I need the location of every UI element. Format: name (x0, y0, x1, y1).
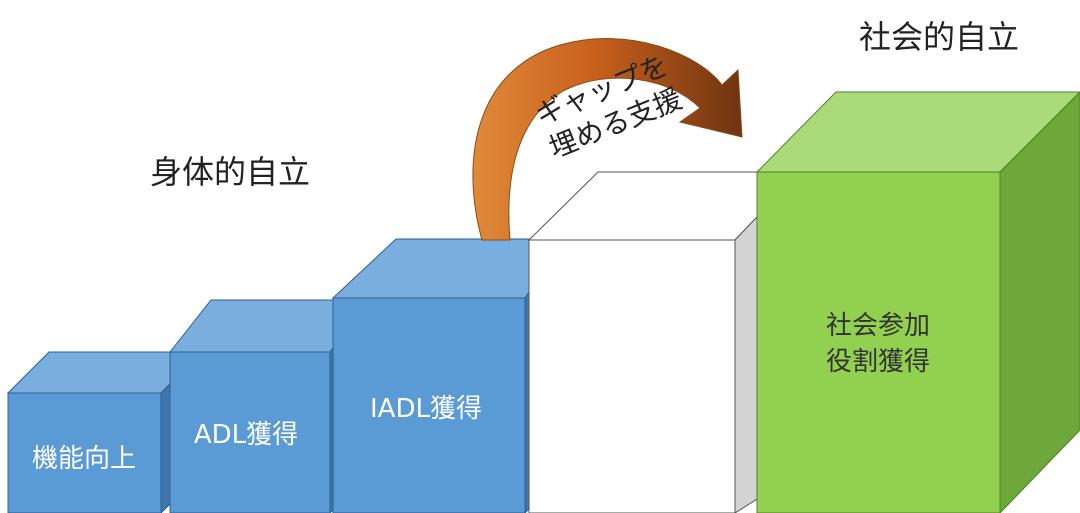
heading-social-independence: 社会的自立 (859, 18, 1019, 56)
block-social-participation: 社会参加 役割獲得 (755, 91, 1080, 513)
block-label-line1: 社会参加 (826, 311, 930, 341)
block-label: IADL獲得 (370, 394, 482, 424)
heading-physical-independence: 身体的自立 (150, 153, 310, 191)
block-label-line2: 役割獲得 (826, 347, 930, 377)
block-label: ADL獲得 (194, 420, 298, 450)
curved-arrow-icon (472, 38, 743, 241)
block-label: 機能向上 (32, 444, 136, 474)
